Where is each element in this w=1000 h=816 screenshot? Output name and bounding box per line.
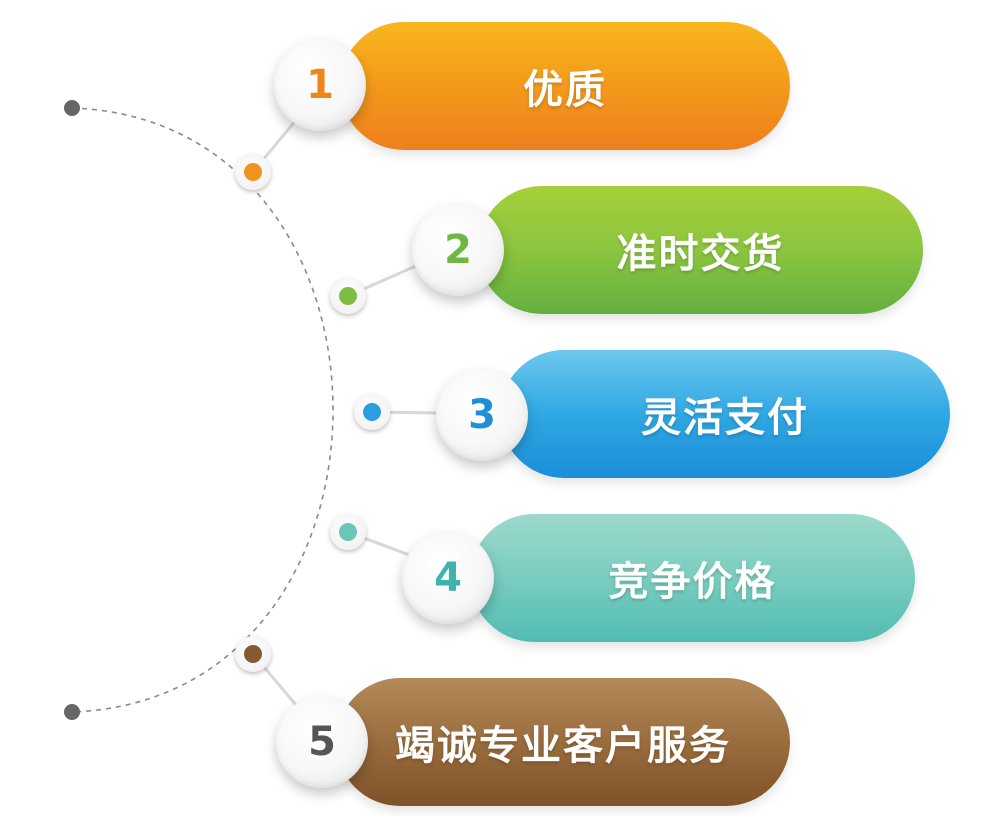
item-5-label: 竭诚专业客户服务	[395, 723, 731, 769]
item-3-node	[354, 394, 390, 430]
item-1-pill: 优质	[340, 22, 790, 150]
item-1-node	[235, 154, 271, 190]
item-2-node-dot	[339, 287, 357, 305]
item-4-pill: 竞争价格	[470, 514, 915, 642]
item-1-label: 优质	[523, 67, 607, 113]
item-3-label: 灵活支付	[641, 395, 809, 441]
item-4-node	[330, 514, 366, 550]
item-2-pill: 准时交货	[478, 186, 923, 314]
item-4-label: 竞争价格	[608, 559, 777, 605]
item-1-number: 1	[274, 39, 366, 131]
item-2-number: 2	[412, 204, 504, 296]
item-5-number: 5	[276, 696, 368, 788]
item-2-label: 准时交货	[616, 231, 785, 277]
dashed-arc	[71, 107, 334, 713]
arc-start-dot	[64, 100, 80, 116]
item-5-pill: 竭诚专业客户服务	[336, 678, 790, 806]
item-3-node-dot	[363, 403, 381, 421]
arc-end-dot	[64, 704, 80, 720]
item-4-number: 4	[402, 532, 494, 624]
item-1-node-dot	[244, 163, 262, 181]
item-3-pill: 灵活支付	[500, 350, 950, 478]
item-4-node-dot	[339, 523, 357, 541]
item-3-number: 3	[436, 369, 528, 461]
item-2-node	[330, 278, 366, 314]
item-5-node-dot	[244, 645, 262, 663]
item-5-node	[235, 636, 271, 672]
